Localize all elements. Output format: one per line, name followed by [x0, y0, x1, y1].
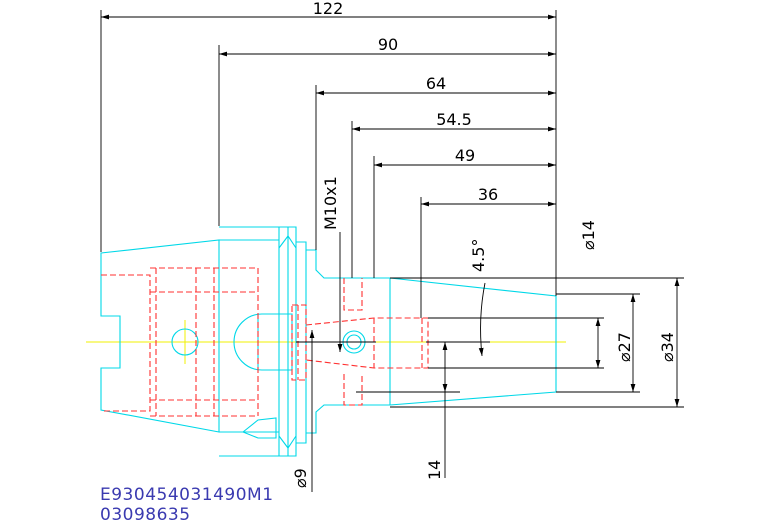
dim-label-angle: 4.5° — [469, 239, 488, 272]
dim-label-thread: M10x1 — [321, 176, 340, 230]
dim-label-d27: ⌀27 — [615, 332, 634, 362]
taper-shank-outline — [100, 239, 220, 433]
flange-outline — [219, 226, 297, 457]
pilot-boss — [233, 313, 293, 371]
dim-label-49: 49 — [455, 146, 475, 165]
neck-lower — [306, 404, 390, 434]
dim-label-d34: ⌀34 — [658, 332, 677, 362]
dim-label-122: 122 — [313, 0, 344, 18]
v-groove-bottom — [278, 435, 297, 449]
flange-bore — [291, 304, 307, 381]
hidden-lines — [101, 267, 429, 417]
collar-outline — [296, 241, 307, 444]
thread-hole-bottom — [343, 374, 363, 406]
dimension-lines — [100, 10, 684, 492]
shank-bore — [101, 274, 151, 412]
dim-label-64: 64 — [426, 74, 446, 93]
dim-label-90: 90 — [378, 35, 398, 54]
shank-cross-hole — [171, 328, 199, 356]
drive-key-slot — [241, 417, 277, 439]
part-code: E930454031490M1 — [100, 485, 274, 505]
part-number: 03098635 — [100, 505, 191, 523]
nose-bore — [305, 317, 429, 369]
part-info: E930454031490M1 03098635 — [100, 485, 274, 523]
dimension-labels: 122 90 64 54.5 49 36 M10x1 4.5° ⌀14 ⌀27 … — [291, 0, 677, 488]
neck-upper — [306, 249, 390, 279]
dim-label-54-5: 54.5 — [436, 110, 472, 129]
dim-label-d9: ⌀9 — [291, 468, 310, 488]
angle-arc-leader — [478, 282, 486, 357]
nose-taper — [389, 277, 557, 406]
dim-label-14: 14 — [425, 460, 444, 480]
dim-label-d14: ⌀14 — [579, 220, 598, 250]
thread-hole-top — [343, 278, 363, 311]
v-groove-top — [278, 235, 297, 249]
dim-label-36: 36 — [478, 185, 498, 204]
